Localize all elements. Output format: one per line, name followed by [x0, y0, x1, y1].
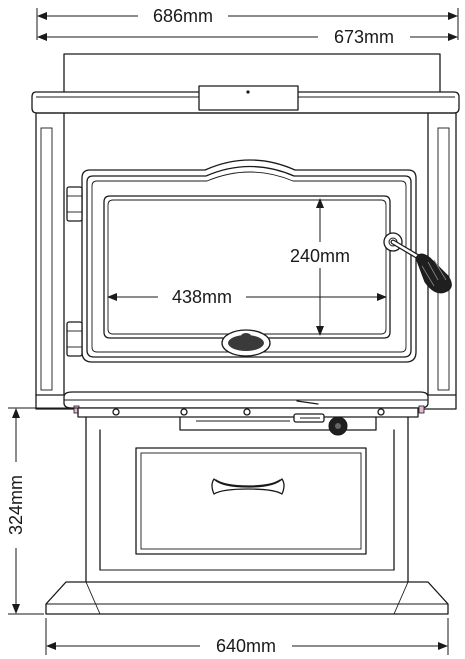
pedestal [85, 416, 409, 583]
base-width-dimension: 640mm [45, 618, 449, 656]
glass-height-label: 240mm [290, 246, 350, 266]
ash-drawer [135, 447, 367, 555]
bottom-hinge [66, 321, 83, 357]
ash-lip [63, 391, 429, 418]
base-plate [45, 581, 449, 615]
drawer-handle [211, 478, 285, 495]
glass-width-dimension: 438mm [107, 287, 387, 307]
top-plate [31, 85, 460, 114]
firebox-body [35, 112, 457, 410]
top-hinge [66, 186, 83, 222]
door-handle [383, 232, 452, 294]
door-glass [103, 195, 391, 339]
pedestal-height-label: 324mm [6, 475, 26, 535]
glass-width-label: 438mm [172, 287, 232, 307]
overall-width-dimension: 686mm [36, 6, 459, 40]
top-width-dimension: 673mm [37, 27, 458, 47]
base-width-label: 640mm [216, 636, 276, 656]
pedestal-height-dimension: 324mm [6, 407, 82, 615]
overall-width-label: 686mm [153, 6, 213, 26]
air-control [179, 400, 377, 436]
logo-badge [221, 329, 271, 357]
glass-height-dimension: 240mm [290, 198, 350, 336]
door [66, 159, 452, 363]
top-width-label: 673mm [334, 27, 394, 47]
